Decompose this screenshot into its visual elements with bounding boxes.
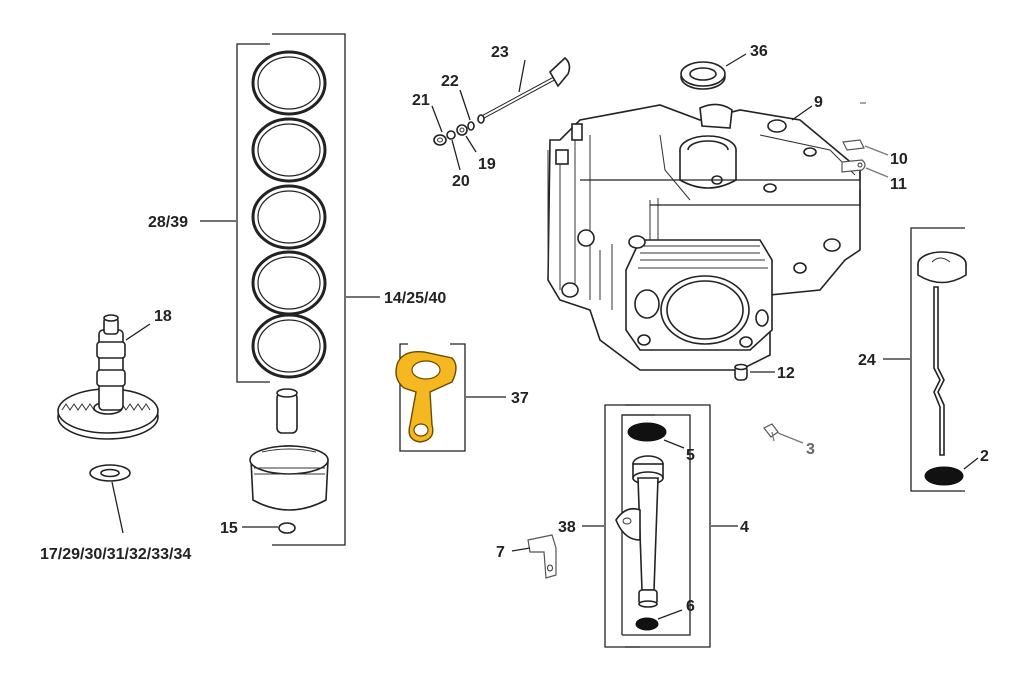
callout-12[interactable]: 12 [777,365,795,382]
callout-2[interactable]: 2 [980,448,989,465]
callout-14-25-40[interactable]: 14/25/40 [384,290,446,307]
callout-6[interactable]: 6 [686,598,695,615]
callout-4[interactable]: 4 [740,519,749,536]
bracket-dipstick [910,227,965,492]
piston-pin-clip[interactable] [278,522,296,534]
piston-ring-set[interactable] [236,33,346,546]
callout-23[interactable]: 23 [491,44,509,61]
connecting-rod[interactable] [395,351,457,443]
callout-38[interactable]: 38 [558,519,576,536]
fill-tube-seal-top[interactable] [627,422,667,442]
callout-5[interactable]: 5 [686,447,695,464]
callout-28-39[interactable]: 28/39 [148,214,188,231]
callout-20[interactable]: 20 [452,173,470,190]
bracket-ring-group [236,43,270,383]
oil-seal[interactable] [680,61,726,90]
callout-24[interactable]: 24 [858,352,876,369]
breather-tube[interactable] [477,56,571,124]
dipstick[interactable] [917,251,967,456]
bracket-connecting-rod [399,343,466,452]
callout-18[interactable]: 18 [154,308,172,325]
dowel-pin[interactable] [734,363,748,381]
piston[interactable] [249,445,329,511]
washer-o-ring-set[interactable] [433,121,475,146]
callout-15[interactable]: 15 [220,520,238,537]
callout-36[interactable]: 36 [750,43,768,60]
bracket-fill-tube-inner2 [622,414,691,636]
bracket-fill-tube-outer [625,404,711,648]
callout-21[interactable]: 21 [412,92,430,109]
bracket-fill-tube-inner [604,404,640,648]
camshaft-shim[interactable] [89,464,131,482]
crankcase[interactable] [547,103,861,371]
callout-11[interactable]: 11 [890,176,907,193]
callout-22[interactable]: 22 [441,73,459,90]
callout-9[interactable]: 9 [814,94,823,111]
oil-fill-tube[interactable] [615,455,664,608]
bracket-piston-group [272,33,346,546]
fill-tube-seal-bottom[interactable] [635,617,659,631]
callout-19[interactable]: 19 [478,156,496,173]
callout-7[interactable]: 7 [496,544,505,561]
wire-clip[interactable] [841,159,866,173]
dipstick-seal[interactable] [924,466,964,486]
fill-tube-bracket[interactable] [527,534,557,579]
camshaft[interactable] [57,314,159,440]
callout-10[interactable]: 10 [890,151,908,168]
callout-3[interactable]: 3 [806,441,815,458]
piston-pin[interactable] [276,388,298,434]
callout-17-29-34[interactable]: 17/29/30/31/32/33/34 [40,546,191,563]
callout-37[interactable]: 37 [511,390,529,407]
fuel-line-clip[interactable] [842,139,865,151]
mounting-screw[interactable] [763,423,779,442]
